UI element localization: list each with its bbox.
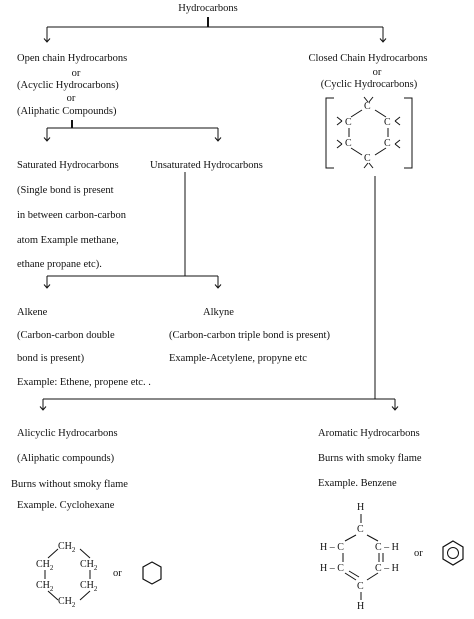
open-chain-title: Open chain Hydrocarbons bbox=[17, 53, 128, 64]
cyclohexane-bonds bbox=[44, 548, 91, 601]
cyclic-ring-bonds bbox=[336, 96, 401, 169]
ring-carbon: C bbox=[364, 101, 371, 112]
open-chain-alt-1: (Acyclic Hydrocarbons) bbox=[17, 80, 119, 91]
alicyclic-line: (Aliphatic compounds) bbox=[17, 453, 115, 464]
alkene-title: Alkene bbox=[17, 307, 48, 318]
cyclohexane-ch2: CH2 bbox=[80, 580, 98, 593]
open-chain-or-2: or bbox=[66, 93, 76, 104]
saturated-title: Saturated Hydrocarbons bbox=[17, 160, 119, 171]
alkene-line: (Carbon-carbon double bbox=[17, 330, 115, 341]
ring-carbon: C bbox=[384, 117, 391, 128]
alicyclic-line: Burns without smoky flame bbox=[11, 479, 128, 490]
saturated-line: (Single bond is present bbox=[17, 185, 114, 196]
cyclohexane-skeletal-icon bbox=[142, 561, 162, 585]
cyclohexane-ch2: CH2 bbox=[80, 559, 98, 572]
aromatic-line: Burns with smoky flame bbox=[318, 453, 422, 464]
cyclohexane-ch2: CH2 bbox=[36, 559, 54, 572]
benzene-ch-right: C – H bbox=[375, 563, 399, 574]
benzene-hydrogen: H bbox=[357, 502, 365, 513]
cyclohexane-ch2: CH2 bbox=[36, 580, 54, 593]
benzene-carbon: C bbox=[357, 581, 364, 592]
saturated-line: in between carbon-carbon bbox=[17, 210, 127, 221]
alkyne-line: (Carbon-carbon triple bond is present) bbox=[169, 330, 330, 341]
benzene-ch-right: C – H bbox=[375, 542, 399, 553]
aromatic-line: Example. Benzene bbox=[318, 478, 397, 489]
ring-carbon: C bbox=[384, 138, 391, 149]
closed-chain-title: Closed Chain Hydrocarbons bbox=[308, 53, 428, 64]
benzene-ch-left: H – C bbox=[320, 542, 344, 553]
cyclohexane-ch2: CH2 bbox=[58, 541, 76, 554]
ring-carbon: C bbox=[345, 138, 352, 149]
alkene-line: Example: Ethene, propene etc. . bbox=[17, 377, 151, 388]
benzene-ch-left: H – C bbox=[320, 563, 344, 574]
saturated-line: atom Example methane, bbox=[17, 235, 119, 246]
closed-chain-or: or bbox=[372, 67, 382, 78]
cyclohexane-ch2: CH2 bbox=[58, 596, 76, 609]
alicyclic-title: Alicyclic Hydrocarbons bbox=[17, 428, 118, 439]
benzene-carbon: C bbox=[357, 524, 364, 535]
open-chain-or-1: or bbox=[71, 68, 81, 79]
cyclohexane-or: or bbox=[113, 568, 122, 579]
open-chain-alt-2: (Aliphatic Compounds) bbox=[17, 106, 117, 117]
benzene-or: or bbox=[414, 548, 423, 559]
ring-carbon: C bbox=[345, 117, 352, 128]
ring-carbon: C bbox=[364, 153, 371, 164]
alkene-line: bond is present) bbox=[17, 353, 85, 364]
benzene-hydrogen: H bbox=[357, 601, 365, 612]
alicyclic-line: Example. Cyclohexane bbox=[17, 500, 115, 511]
aromatic-title: Aromatic Hydrocarbons bbox=[318, 428, 420, 439]
saturated-line: ethane propane etc). bbox=[17, 259, 102, 270]
alkyne-line: Example-Acetylene, propyne etc bbox=[169, 353, 307, 364]
right-bracket bbox=[404, 97, 413, 169]
closed-chain-alt: (Cyclic Hydrocarbons) bbox=[320, 79, 418, 90]
root-node-label: Hydrocarbons bbox=[178, 3, 238, 14]
unsaturated-title: Unsaturated Hydrocarbons bbox=[150, 160, 263, 171]
benzene-bonds bbox=[342, 514, 384, 600]
alkyne-title: Alkyne bbox=[203, 307, 234, 318]
left-bracket bbox=[325, 97, 334, 169]
benzene-skeletal-icon bbox=[442, 540, 464, 566]
